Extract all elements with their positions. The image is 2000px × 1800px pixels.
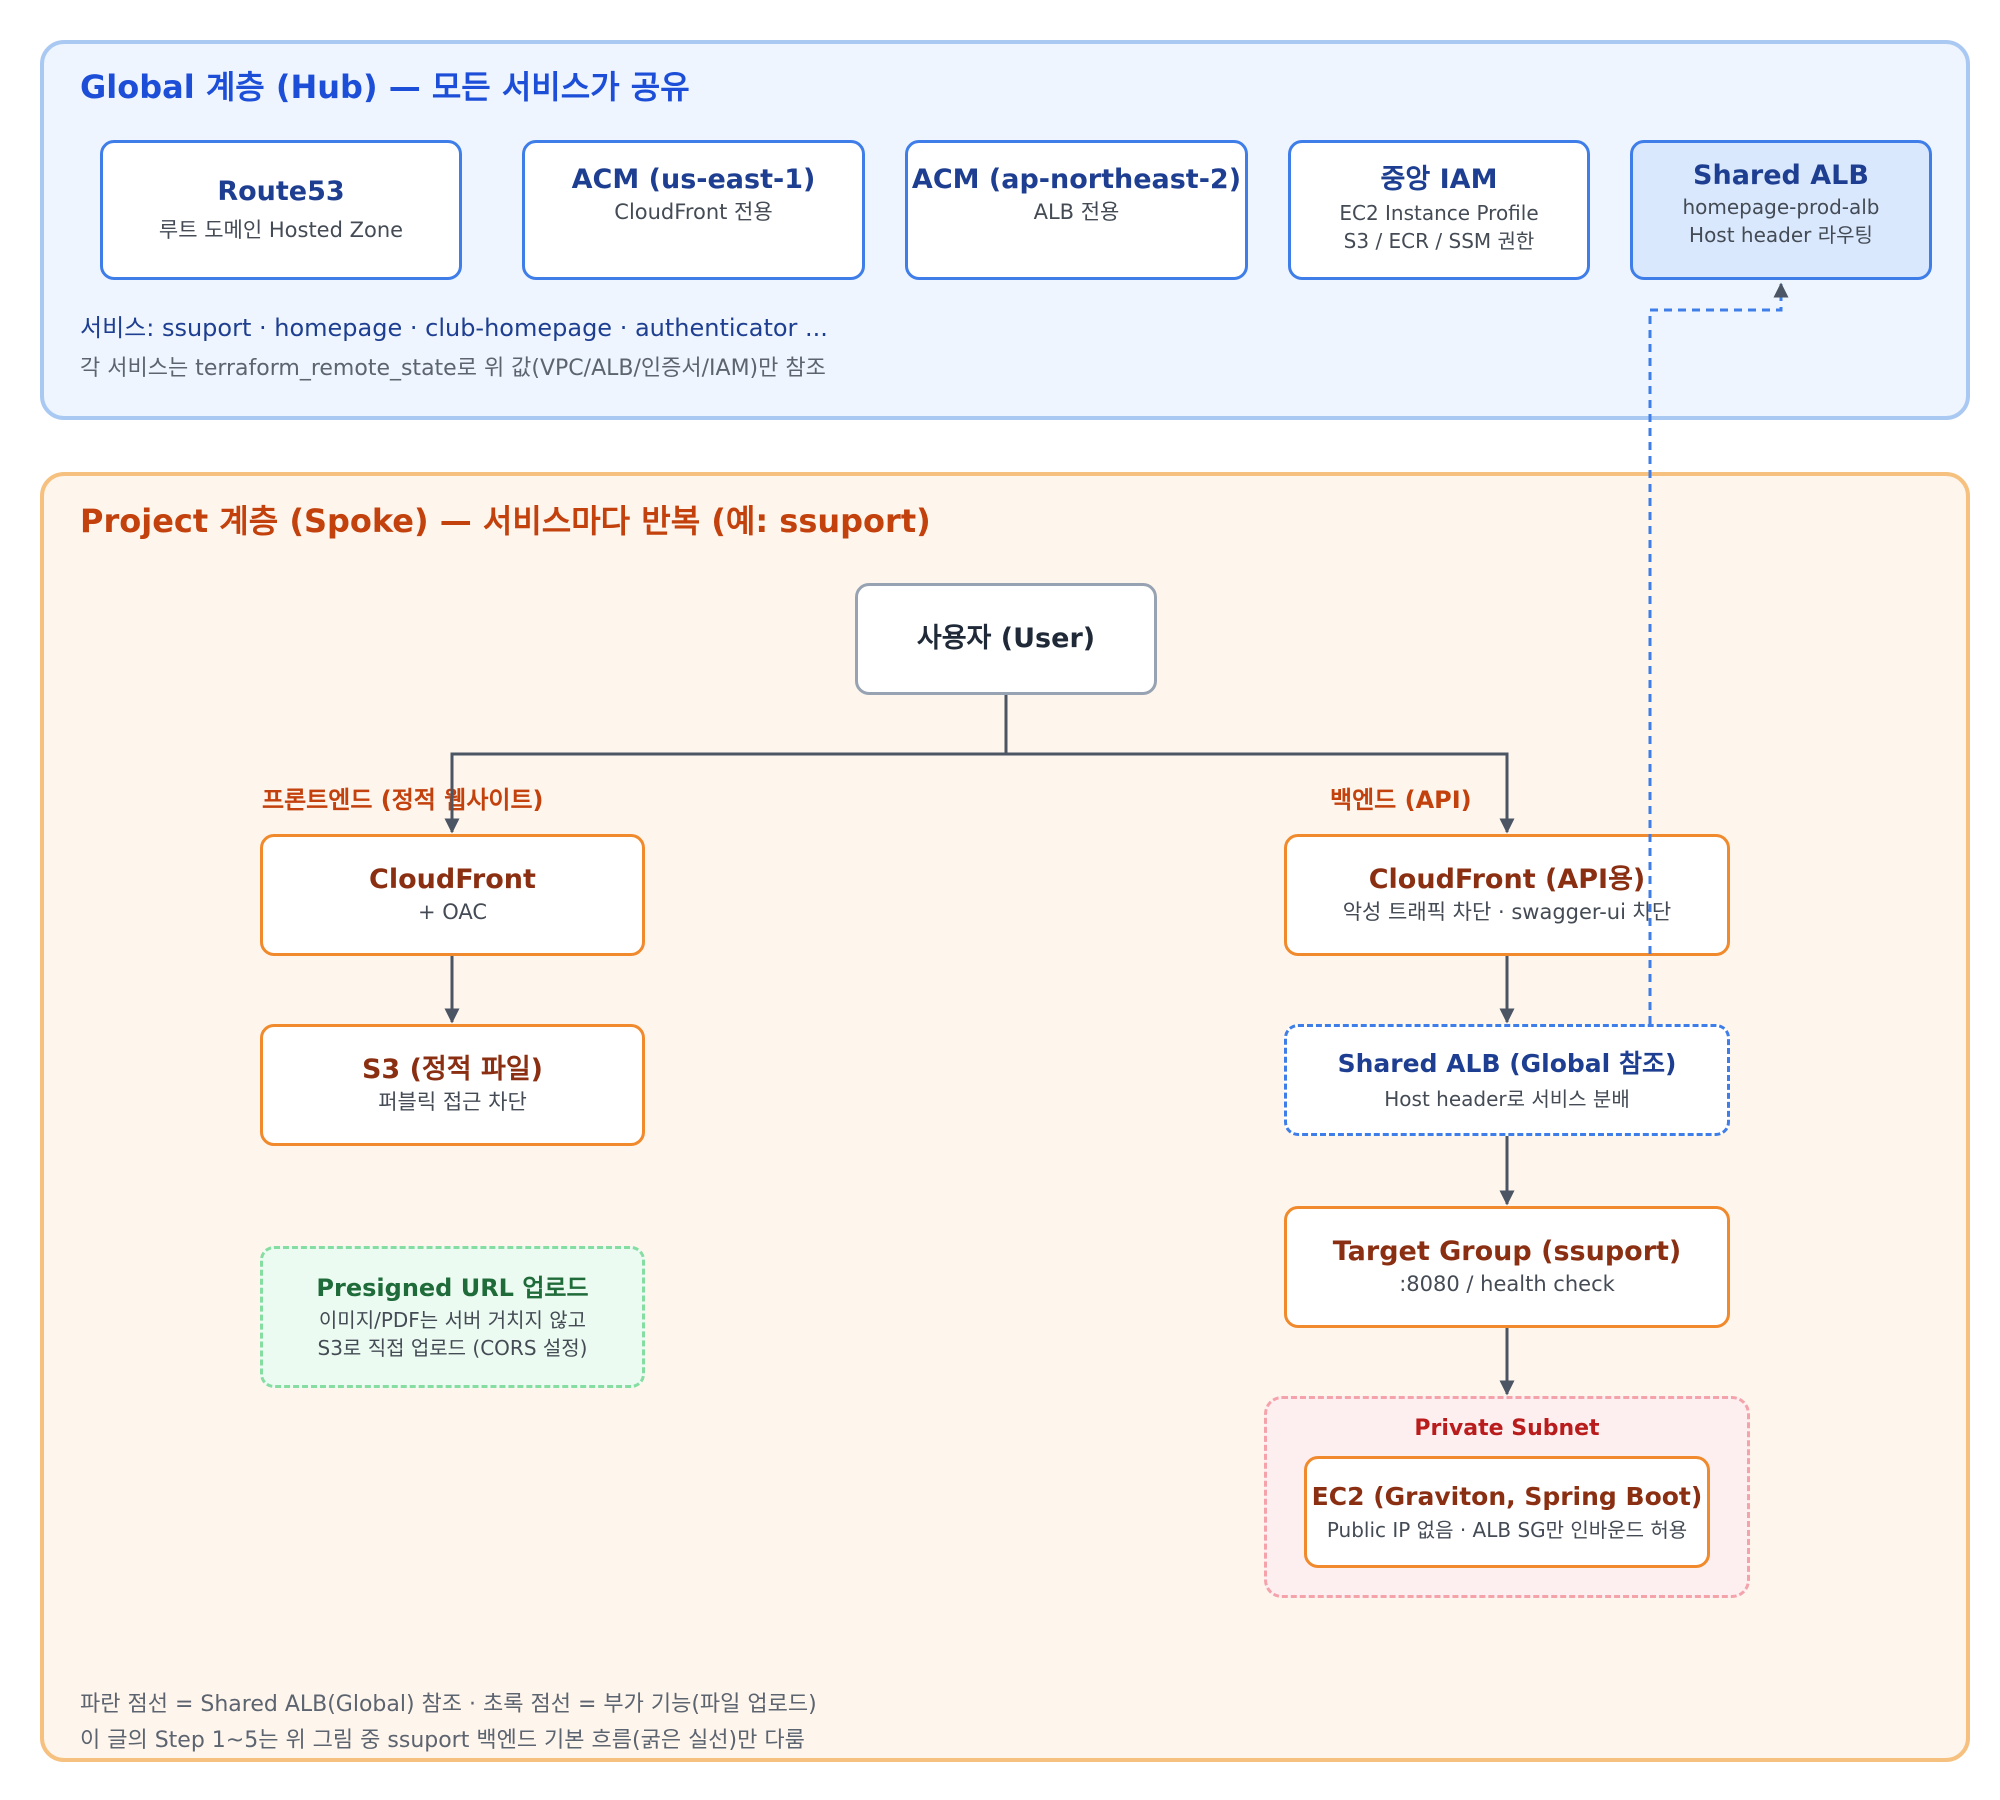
hub-title: Global 계층 (Hub) — 모든 서비스가 공유 — [80, 68, 690, 106]
s3-title: S3 (정적 파일) — [361, 1054, 544, 1085]
presigned-line-2: S3로 직접 업로드 (CORS 설정) — [317, 1336, 588, 1360]
s3-sub: 퍼블릭 접근 차단 — [378, 1090, 527, 1114]
presigned-line-1: 이미지/PDF는 서버 거치지 않고 — [318, 1308, 587, 1332]
acm-ap-northeast-2-box: ACM (ap-northeast-2) ALB 전용 — [905, 140, 1248, 280]
shared-alb-reference-dashed-arrow — [1648, 282, 1789, 1024]
acm-ap-northeast-2-title: ACM (ap-northeast-2) — [911, 164, 1242, 195]
acm-us-east-1-box: ACM (us-east-1) CloudFront 전용 — [522, 140, 865, 280]
api-cloudfront-sub: 악성 트래픽 차단 · swagger-ui 차단 — [1342, 900, 1672, 924]
legend-note: 파란 점선 = Shared ALB(Global) 참조 · 초록 점선 = … — [80, 1692, 817, 1717]
hub-remote-state-note: 각 서비스는 terraform_remote_state로 위 값(VPC/A… — [80, 356, 826, 381]
target-group-title: Target Group (ssuport) — [1332, 1236, 1682, 1267]
presigned-upload-box: Presigned URL 업로드 이미지/PDF는 서버 거치지 않고 S3로… — [260, 1246, 645, 1388]
shared-alb-box: Shared ALB homepage-prod-alb Host header… — [1630, 140, 1932, 280]
central-iam-line-1: EC2 Instance Profile — [1339, 201, 1539, 225]
presigned-title: Presigned URL 업로드 — [316, 1274, 589, 1302]
branch-to-frontend-arrow — [444, 752, 1006, 834]
hub-services-list: 서비스: ssuport · homepage · club-homepage … — [80, 314, 828, 342]
branch-to-backend-arrow — [1006, 752, 1515, 834]
frontend-label: 프론트엔드 (정적 웹사이트) — [262, 786, 544, 814]
shared-alb-line-2: Host header 라우팅 — [1689, 223, 1873, 247]
target-group-sub: :8080 / health check — [1399, 1272, 1615, 1296]
ec2-box: EC2 (Graviton, Spring Boot) Public IP 없음… — [1304, 1456, 1710, 1568]
target-group-box: Target Group (ssuport) :8080 / health ch… — [1284, 1206, 1730, 1328]
route53-desc: 루트 도메인 Hosted Zone — [158, 218, 404, 242]
route53-box: Route53 루트 도메인 Hosted Zone — [100, 140, 462, 280]
shared-alb-ref-title: Shared ALB (Global 참조) — [1337, 1049, 1677, 1078]
backend-label: 백엔드 (API) — [1330, 786, 1472, 814]
shared-alb-line-1: homepage-prod-alb — [1682, 195, 1880, 219]
acm-us-east-1-desc: CloudFront 전용 — [614, 200, 773, 224]
user-label: 사용자 (User) — [916, 623, 1096, 654]
shared-alb-title: Shared ALB — [1693, 160, 1869, 191]
api-cloudfront-title: CloudFront (API용) — [1368, 864, 1646, 895]
shared-alb-ref-sub: Host header로 서비스 분배 — [1384, 1087, 1630, 1111]
frontend-cloudfront-box: CloudFront + OAC — [260, 834, 645, 956]
api-cloudfront-box: CloudFront (API용) 악성 트래픽 차단 · swagger-ui… — [1284, 834, 1730, 956]
frontend-cloudfront-title: CloudFront — [369, 864, 536, 895]
route53-title: Route53 — [217, 176, 345, 207]
private-subnet-label: Private Subnet — [1414, 1416, 1600, 1441]
central-iam-box: 중앙 IAM EC2 Instance Profile S3 / ECR / S… — [1288, 140, 1590, 280]
frontend-cloudfront-sub: + OAC — [417, 900, 488, 924]
s3-box: S3 (정적 파일) 퍼블릭 접근 차단 — [260, 1024, 645, 1146]
ec2-sub: Public IP 없음 · ALB SG만 인바운드 허용 — [1326, 1518, 1688, 1542]
spoke-title: Project 계층 (Spoke) — 서비스마다 반복 (예: ssupor… — [80, 502, 931, 540]
scope-note: 이 글의 Step 1~5는 위 그림 중 ssuport 백엔드 기본 흐름(… — [80, 1728, 805, 1753]
central-iam-line-2: S3 / ECR / SSM 권한 — [1343, 229, 1535, 253]
ec2-title: EC2 (Graviton, Spring Boot) — [1311, 1482, 1703, 1511]
user-box: 사용자 (User) — [855, 583, 1157, 695]
acm-us-east-1-title: ACM (us-east-1) — [571, 164, 816, 195]
central-iam-title: 중앙 IAM — [1380, 164, 1498, 195]
acm-ap-northeast-2-desc: ALB 전용 — [1033, 200, 1120, 224]
shared-alb-ref-box: Shared ALB (Global 참조) Host header로 서비스 … — [1284, 1024, 1730, 1136]
